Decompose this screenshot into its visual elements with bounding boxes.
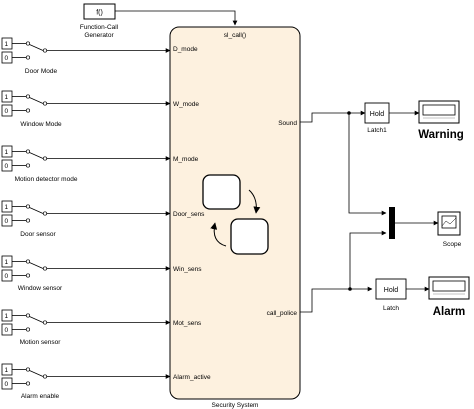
switch-alarm-enable-value-0: 0	[5, 381, 9, 388]
switch-door-sensor-value-1: 1	[5, 204, 9, 211]
switch-window-sensor-value-1: 1	[5, 259, 9, 266]
latch-text: Hold	[384, 287, 399, 294]
port-w-mode: W_mode	[173, 101, 199, 108]
port-call-police: call_police	[267, 310, 298, 317]
port-win-sens: Win_sens	[173, 266, 202, 273]
switch-motion-detector-mode-label: Motion detector mode	[15, 176, 78, 183]
switch-door-sensor-label: Door sensor	[20, 231, 56, 238]
switch-motion-sensor-value-0: 0	[5, 327, 9, 334]
trigger-port-label: sl_call()	[224, 32, 246, 39]
function-call-signal-line	[115, 10, 238, 26]
switch-window-mode-label: Window Mode	[20, 121, 62, 128]
switch-door-mode-value-1: 1	[5, 41, 9, 48]
switch-door-sensor[interactable]: 1 0	[1, 200, 48, 227]
port-mot-sens: Mot_sens	[173, 320, 202, 327]
switch-motion-detector-mode-value-1: 1	[5, 149, 9, 156]
port-d-mode: D_mode	[173, 46, 198, 53]
alarm-label: Alarm	[433, 306, 466, 318]
warning-label: Warning	[418, 129, 464, 141]
switch-door-mode[interactable]: 1 0	[1, 37, 48, 64]
port-door-sens: Door_sens	[173, 211, 205, 218]
switch-window-sensor-value-0: 0	[5, 273, 9, 280]
switch-door-mode-value-0: 0	[5, 55, 9, 62]
scope-label: Scope	[443, 241, 462, 248]
switch-alarm-enable[interactable]: 1 0	[1, 363, 48, 390]
switch-window-mode-value-0: 0	[5, 108, 9, 115]
signal-sound-to-mux	[348, 113, 387, 216]
switch-window-mode[interactable]: 1 0	[1, 90, 48, 117]
latch-block[interactable]: Hold	[375, 278, 407, 300]
switch-alarm-enable-value-1: 1	[5, 367, 9, 374]
switch-motion-sensor[interactable]: 1 0	[1, 309, 48, 336]
stateflow-icon	[202, 174, 269, 255]
signal-call-police	[300, 286, 373, 313]
function-call-glyph: f()	[96, 10, 103, 17]
switch-motion-detector-mode[interactable]: 1 0	[1, 145, 48, 172]
scope-block[interactable]	[437, 211, 461, 236]
switch-door-mode-label: Door Mode	[25, 68, 58, 75]
port-sound: Sound	[278, 120, 297, 127]
switch-alarm-enable-label: Alarm enable	[21, 393, 60, 400]
port-m-mode: M_mode	[173, 156, 199, 163]
alarm-display-block[interactable]	[428, 276, 470, 300]
chart-title: Security System	[212, 402, 259, 409]
function-call-generator-label-1: Function-Call	[80, 24, 119, 31]
function-call-generator-block[interactable]: f()	[83, 3, 116, 20]
port-alarm-active: Alarm_active	[173, 374, 211, 381]
switch-window-sensor-label: Window sensor	[18, 285, 63, 292]
mux-block[interactable]	[389, 207, 395, 239]
switch-motion-detector-mode-value-0: 0	[5, 163, 9, 170]
switch-door-sensor-value-0: 0	[5, 218, 9, 225]
warning-display-block[interactable]	[418, 100, 460, 124]
switch-motion-sensor-label: Motion sensor	[20, 339, 62, 346]
latch1-label: Latch1	[367, 127, 387, 134]
latch1-block[interactable]: Hold	[364, 102, 390, 124]
switch-motion-sensor-value-1: 1	[5, 313, 9, 320]
signal-sound	[300, 110, 366, 123]
function-call-generator-label-2: Generator	[84, 32, 114, 39]
switch-window-mode-value-1: 1	[5, 94, 9, 101]
signal-call-police-to-mux	[349, 230, 387, 289]
switch-window-sensor[interactable]: 1 0	[1, 255, 48, 282]
latch-label: Latch	[383, 305, 399, 312]
latch1-text: Hold	[370, 111, 385, 118]
